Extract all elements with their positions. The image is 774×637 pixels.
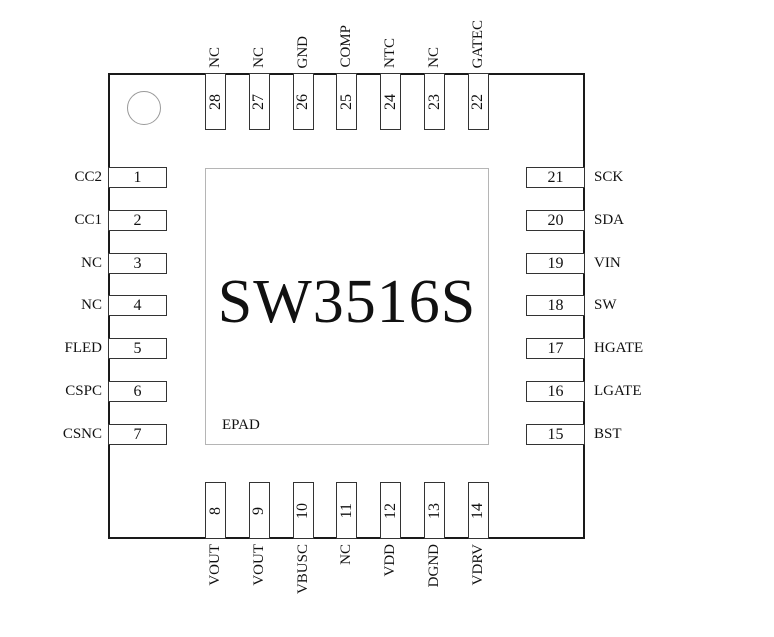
pin-box: 8 <box>205 482 226 539</box>
pin-box: 16 <box>526 381 585 403</box>
pin-label: CC1 <box>74 211 102 228</box>
pin-label: SW <box>594 297 617 314</box>
pin-box: 23 <box>424 73 446 130</box>
pin-label: NC <box>81 254 102 271</box>
pin-number: 9 <box>250 506 268 515</box>
pin-label: GATEC <box>469 19 486 68</box>
pin-label: VBUSC <box>294 544 311 595</box>
epad-region: SW3516S EPAD <box>205 168 489 445</box>
pin-box: 27 <box>248 73 270 130</box>
pin-number: 14 <box>469 502 487 519</box>
pin-box: 25 <box>336 73 358 130</box>
pin-box: 24 <box>380 73 402 130</box>
pin-box: 14 <box>467 482 489 539</box>
pin-box: 6 <box>108 381 167 403</box>
pin-number: 8 <box>206 506 224 515</box>
pin-box: 12 <box>380 482 402 539</box>
pin-label: VOUT <box>250 544 267 586</box>
pin-number: 26 <box>294 93 312 110</box>
pin-box: 13 <box>424 482 446 539</box>
bottom-pin-boxes: 8 9 10 11 12 13 14 <box>205 482 489 539</box>
pin-number: 28 <box>206 93 224 110</box>
pin-label: NC <box>338 544 355 565</box>
pin-box: 5 <box>108 338 167 360</box>
chip-title: SW3516S <box>217 267 477 336</box>
pin-label: SDA <box>594 211 625 228</box>
pin-label: NC <box>207 47 223 68</box>
pin-box: 10 <box>292 482 314 539</box>
pin-box: 11 <box>336 482 358 539</box>
pin-box: 28 <box>205 73 226 130</box>
pin-box: 19 <box>526 252 585 274</box>
pin-label: NTC <box>382 38 399 68</box>
pin-label: VOUT <box>207 544 223 586</box>
pin-number: 23 <box>425 93 443 110</box>
pin-box: 2 <box>108 209 167 231</box>
pin-number: 25 <box>337 93 355 110</box>
left-pin-labels: CC2 CC1 NC NC FLED CSPC CSNC <box>20 167 102 445</box>
pin-label: FLED <box>64 340 103 357</box>
pin-label: CSPC <box>65 383 102 400</box>
pin-label: BST <box>594 425 622 442</box>
pin-label: HGATE <box>594 340 644 357</box>
pin-label: CC2 <box>74 169 102 185</box>
pin-label: NC <box>426 47 443 68</box>
pin-number: 10 <box>294 502 312 519</box>
pin-label: NC <box>250 47 267 68</box>
pin-box: 17 <box>526 338 585 360</box>
pin-number: 27 <box>250 93 268 110</box>
pin-label: NC <box>81 297 102 314</box>
pin-box: 4 <box>108 295 167 317</box>
pin-number: 13 <box>425 502 443 519</box>
pin-box: 20 <box>526 209 585 231</box>
pin-box: 3 <box>108 252 167 274</box>
pin-box: 15 <box>526 423 585 445</box>
bottom-pin-labels: VOUT VOUT VBUSC NC VDD DGND VDRV <box>205 544 489 604</box>
pin1-indicator-circle <box>127 91 161 125</box>
pin-number: 24 <box>381 93 399 110</box>
pin-label: GND <box>294 35 311 69</box>
pin-label: CSNC <box>62 425 102 442</box>
pin-box: 7 <box>108 423 167 445</box>
pin-label: VIN <box>594 254 621 271</box>
pin-label: COMP <box>338 25 355 68</box>
pin-label: SCK <box>594 169 624 185</box>
right-pin-boxes: 21 20 19 18 17 16 15 <box>526 167 585 445</box>
pin-box: 21 <box>526 167 585 188</box>
pin-box: 26 <box>292 73 314 130</box>
pin-box: 18 <box>526 295 585 317</box>
pin-label: VDD <box>382 544 399 577</box>
pin-label: VDRV <box>469 544 486 586</box>
left-pin-boxes: 1 2 3 4 5 6 7 <box>108 167 167 445</box>
pin-box: 1 <box>108 167 167 188</box>
top-pin-boxes: 28 27 26 25 24 23 22 <box>205 73 489 130</box>
pin-box: 22 <box>467 73 489 130</box>
right-pin-labels: SCK SDA VIN SW HGATE LGATE BST <box>594 167 684 445</box>
top-pin-labels: NC NC GND COMP NTC NC GATEC <box>205 16 489 68</box>
pin-box: 9 <box>248 482 270 539</box>
pin-label: LGATE <box>594 383 642 400</box>
epad-label: EPAD <box>222 417 260 433</box>
pin-number: 22 <box>469 93 487 110</box>
pin-number: 11 <box>337 502 355 519</box>
pin-number: 12 <box>381 502 399 519</box>
pin-label: DGND <box>426 544 443 588</box>
